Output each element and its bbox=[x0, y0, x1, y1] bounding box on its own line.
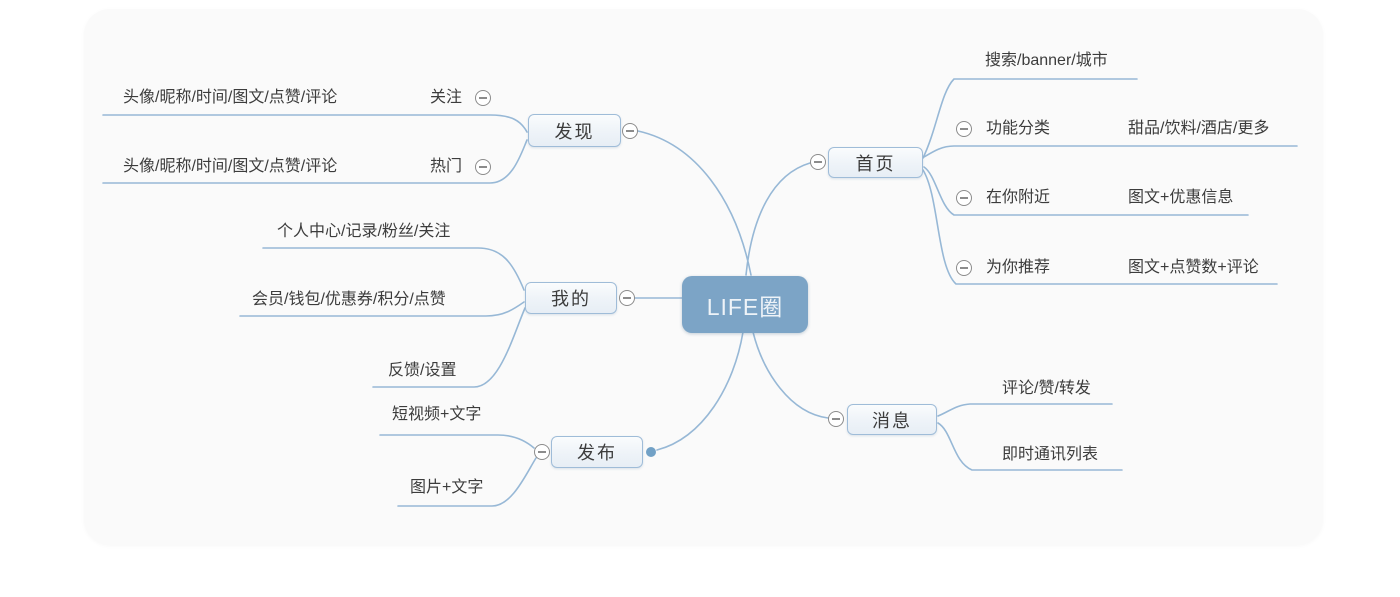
minus-circle-icon-weini[interactable] bbox=[956, 260, 972, 276]
leaf-weini-detail[interactable]: 图文+点赞数+评论 bbox=[1128, 259, 1259, 276]
branch-node-shouye-label: 首页 bbox=[855, 153, 896, 174]
leaf-fankui[interactable]: 反馈/设置 bbox=[388, 362, 457, 379]
branch-node-wode-label: 我的 bbox=[551, 289, 591, 309]
root-node-label: LIFE圈 bbox=[706, 293, 784, 320]
leaf-pinglun[interactable]: 评论/赞/转发 bbox=[1002, 380, 1091, 397]
minus-circle-icon-gongneng[interactable] bbox=[956, 121, 972, 137]
branch-node-xiaoxi[interactable]: 消息 bbox=[847, 404, 937, 435]
branch-node-fabu[interactable]: 发布 bbox=[551, 436, 643, 468]
leaf-tupian[interactable]: 图片+文字 bbox=[410, 479, 484, 496]
branch-node-shouye[interactable]: 首页 bbox=[828, 147, 923, 178]
minus-circle-icon-fabu[interactable] bbox=[534, 444, 550, 460]
leaf-jishitongxun[interactable]: 即时通讯列表 bbox=[1002, 446, 1099, 463]
leaf-duanshipin[interactable]: 短视频+文字 bbox=[392, 406, 482, 423]
leaf-weini-label[interactable]: 为你推荐 bbox=[986, 259, 1051, 276]
minus-circle-icon-wode[interactable] bbox=[619, 290, 635, 306]
minus-circle-icon-zaini[interactable] bbox=[956, 190, 972, 206]
leaf-sousuo[interactable]: 搜索/banner/城市 bbox=[985, 52, 1108, 69]
branch-node-fabu-label: 发布 bbox=[577, 443, 617, 463]
connection-dot-fabu[interactable] bbox=[646, 447, 656, 457]
branch-node-faxian-label: 发现 bbox=[554, 121, 595, 142]
minus-circle-icon-xiaoxi[interactable] bbox=[828, 411, 844, 427]
leaf-remen-label[interactable]: 热门 bbox=[430, 158, 463, 175]
leaf-huiyuan[interactable]: 会员/钱包/优惠券/积分/点赞 bbox=[252, 291, 446, 308]
branch-node-xiaoxi-label: 消息 bbox=[872, 410, 912, 431]
minus-circle-icon-guanzhu[interactable] bbox=[475, 90, 491, 106]
leaf-zaini-label[interactable]: 在你附近 bbox=[986, 189, 1051, 206]
leaf-guanzhu-detail[interactable]: 头像/昵称/时间/图文/点赞/评论 bbox=[123, 89, 338, 106]
branch-node-faxian[interactable]: 发现 bbox=[528, 114, 621, 147]
leaf-gerenzhongxin[interactable]: 个人中心/记录/粉丝/关注 bbox=[277, 223, 451, 240]
leaf-remen-detail[interactable]: 头像/昵称/时间/图文/点赞/评论 bbox=[123, 158, 338, 175]
leaf-zaini-detail[interactable]: 图文+优惠信息 bbox=[1128, 189, 1234, 206]
leaf-gongneng-detail[interactable]: 甜品/饮料/酒店/更多 bbox=[1128, 120, 1270, 137]
leaf-guanzhu-label[interactable]: 关注 bbox=[430, 89, 463, 106]
minus-circle-icon-faxian[interactable] bbox=[622, 123, 638, 139]
branch-node-wode[interactable]: 我的 bbox=[525, 282, 617, 314]
minus-circle-icon-remen[interactable] bbox=[475, 159, 491, 175]
minus-circle-icon-shouye[interactable] bbox=[810, 154, 826, 170]
root-node-life-circle[interactable]: LIFE圈 bbox=[682, 276, 808, 333]
leaf-gongneng-label[interactable]: 功能分类 bbox=[986, 120, 1051, 137]
